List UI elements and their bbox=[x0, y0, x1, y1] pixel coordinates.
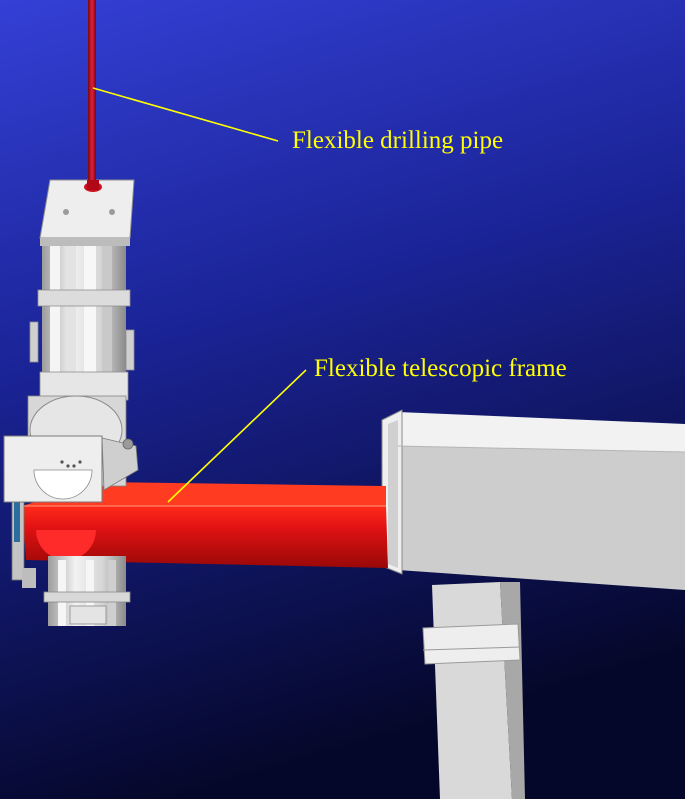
flexible-telescopic-frame-label: Flexible telescopic frame bbox=[314, 355, 567, 382]
frame-leader-line bbox=[167, 369, 307, 503]
flexible-drilling-pipe-label: Flexible drilling pipe bbox=[292, 127, 504, 154]
drilling-pipe bbox=[84, 0, 102, 192]
drill-head-assembly bbox=[3, 179, 139, 626]
main-boom bbox=[381, 409, 685, 590]
telescopic-frame-beam bbox=[22, 482, 388, 568]
pipe-leader-line bbox=[92, 87, 279, 142]
support-column bbox=[422, 582, 525, 799]
